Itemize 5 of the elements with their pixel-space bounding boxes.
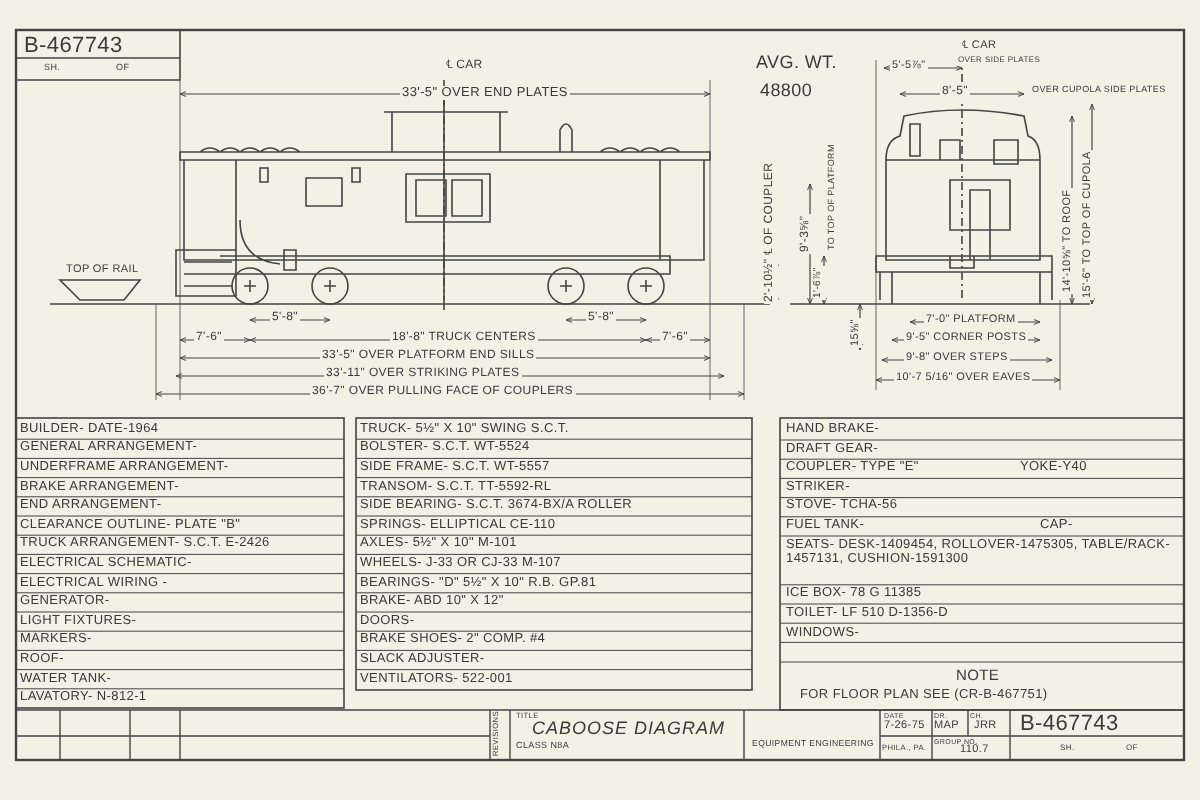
- sheet-number: B-467743: [24, 34, 123, 60]
- weight-label: AVG. WT.: [756, 52, 837, 73]
- diagram-title: CABOOSE DIAGRAM: [532, 718, 726, 739]
- drawing-number: B-467743: [1020, 712, 1119, 738]
- weight-value: 48800: [760, 80, 813, 101]
